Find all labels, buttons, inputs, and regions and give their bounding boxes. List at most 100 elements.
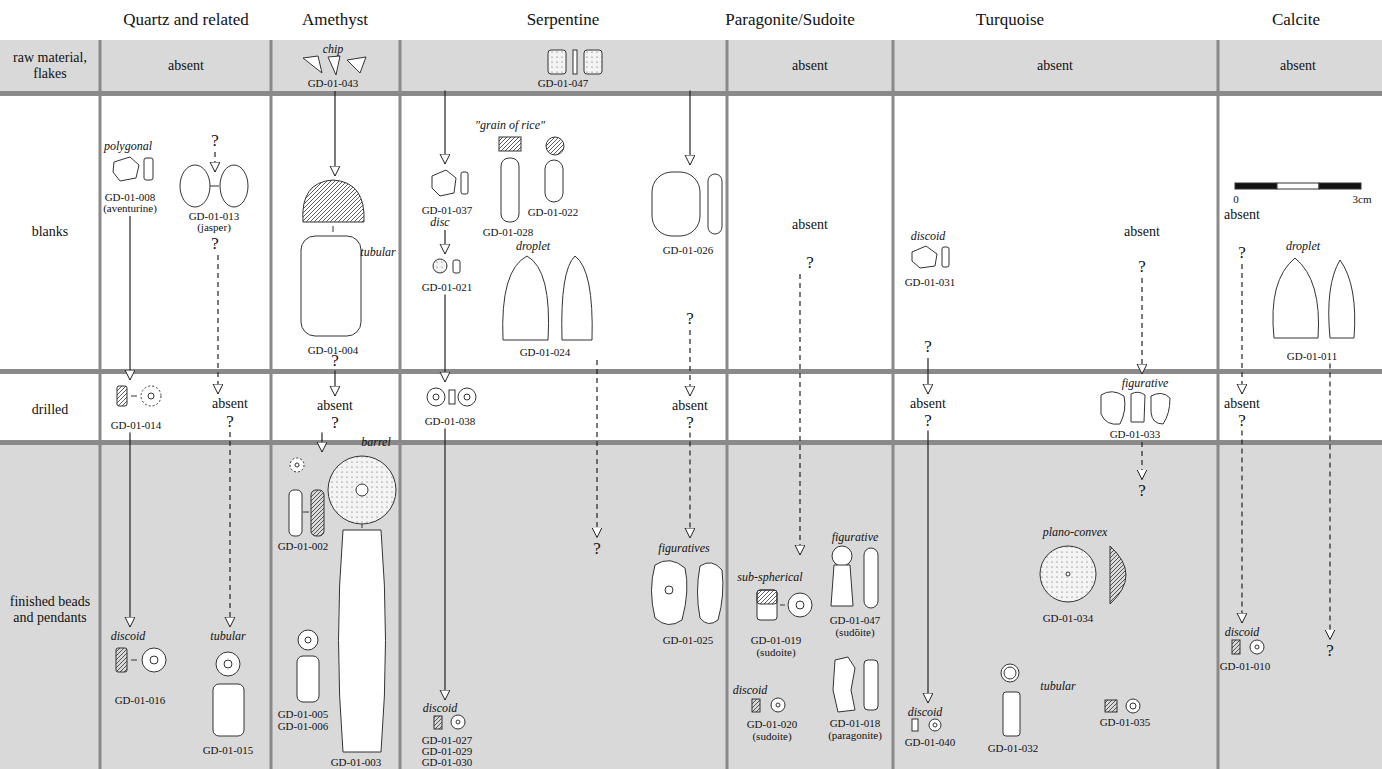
scale-label: 0	[1233, 194, 1239, 205]
turquoise-drawings-stroke	[1130, 703, 1136, 709]
amethyst-drawings-stroke	[303, 512, 309, 513]
calcite-drawings-stroke	[1255, 645, 1259, 649]
specimen-group: GD-01-014	[108, 380, 166, 433]
type-name: polygonal	[104, 140, 152, 152]
dashed-arrow	[1141, 442, 1142, 480]
scale-bar	[1235, 183, 1361, 189]
amethyst-drawings	[289, 56, 396, 752]
paragonite-drawings-stroke	[757, 590, 777, 620]
specimen-group: discoidGD-01-016	[108, 627, 176, 709]
specimen-group: GD-01-013(jasper)	[178, 172, 252, 235]
quartz-drawings-stroke	[216, 652, 240, 676]
specimen-group: GD-01-018(paragonite)	[818, 652, 892, 743]
quartz-drawings-stroke	[142, 648, 166, 672]
serpentine-drawings	[427, 50, 723, 729]
dashed-arrow	[214, 152, 215, 172]
row-header: blanks	[4, 224, 96, 240]
column-header: Calcite	[1272, 11, 1320, 28]
specimen-group: dropletGD-01-024	[495, 238, 605, 360]
scale-bar-stroke	[1319, 183, 1361, 189]
table-bands-stroke	[100, 40, 1218, 769]
specimen-id: GD-01-032	[988, 743, 1039, 754]
type-name: disc	[430, 216, 449, 228]
solid-arrow	[444, 429, 445, 701]
table-bands-stroke-stroke	[270, 40, 273, 769]
table-bands-stroke	[0, 40, 1382, 91]
specimen-id: GD-01-018	[830, 718, 881, 729]
question-mark: ?	[686, 414, 694, 431]
dashed-arrow	[689, 330, 690, 396]
amethyst-drawings-stroke	[333, 226, 334, 232]
quartz-drawings	[113, 157, 248, 736]
specimen-id: GD-01-011	[1287, 351, 1337, 362]
specimen-group: barrelGD-01-003	[329, 434, 399, 769]
serpentine-drawings-stroke	[449, 390, 455, 404]
paragonite-drawings-stroke	[796, 601, 804, 609]
specimen-group: ?	[1133, 480, 1151, 503]
specimen-id: GD-01-015	[203, 745, 254, 756]
question-mark: ?	[1238, 412, 1246, 429]
specimen-id: GD-01-026	[663, 245, 714, 256]
quartz-drawings-stroke	[116, 648, 127, 672]
specimen-group: ?	[326, 350, 344, 371]
specimen-group: ?	[206, 130, 224, 153]
specimen-group: ?	[1321, 640, 1339, 663]
specimen-group: ?	[1133, 256, 1151, 279]
serpentine-drawings-stroke	[584, 50, 602, 74]
scale-bar-stroke	[1277, 183, 1319, 189]
paragonite-drawings-stroke	[864, 660, 878, 710]
question-mark: ?	[1238, 244, 1246, 261]
specimen-group: chipGD-01-043	[298, 41, 370, 91]
calcite-drawings-stroke	[1232, 640, 1240, 654]
amethyst-drawings-stroke	[347, 57, 366, 73]
turquoise-drawings-stroke	[1131, 392, 1145, 422]
serpentine-drawings-stroke	[652, 172, 700, 236]
type-name: figurative	[1122, 377, 1169, 389]
specimen-id: GD-01-014	[111, 420, 162, 431]
quartz-drawings-stroke	[131, 396, 137, 397]
serpentine-drawings-stroke	[499, 137, 521, 151]
dashed-arrow	[596, 360, 597, 538]
amethyst-drawings-stroke	[290, 458, 304, 472]
absent-note: absent	[1224, 397, 1260, 411]
serpentine-drawings-stroke	[698, 563, 723, 624]
serpentine-drawings-stroke	[708, 174, 722, 234]
specimen-group: GD-01-021	[420, 254, 475, 295]
column-header: Turquoise	[976, 11, 1044, 28]
paragonite-drawings-stroke	[780, 605, 785, 606]
quartz-drawings-stroke	[210, 186, 219, 187]
column-header: Paragonite/Sudoite	[725, 11, 854, 28]
amethyst-drawings-stroke	[328, 56, 340, 75]
specimen-id: GD-01-043	[308, 78, 359, 89]
solid-arrow	[927, 358, 928, 394]
serpentine-drawings-stroke	[434, 716, 442, 729]
row-header: finished beads and pendants	[4, 594, 96, 626]
turquoise-drawings-stroke	[1004, 667, 1016, 679]
amethyst-drawings-stroke	[311, 490, 324, 536]
specimen-id: GD-01-020	[747, 719, 798, 730]
specimen-group: discoidGD-01-010	[1218, 623, 1273, 674]
paragonite-drawings-stroke	[864, 548, 878, 608]
table-bands-stroke	[0, 445, 1382, 769]
column-header: Quartz and related	[123, 11, 249, 28]
specimen-id: GD-01-002	[278, 541, 329, 552]
turquoise-drawings-stroke	[1003, 692, 1020, 736]
specimen-group: absent?	[1220, 394, 1264, 431]
specimen-group: absent?	[206, 394, 254, 432]
absent-note: absent	[1224, 208, 1260, 222]
quartz-drawings-stroke	[148, 393, 154, 399]
type-name: sub-spherical	[737, 571, 802, 583]
amethyst-drawings-stroke	[339, 530, 386, 752]
specimen-group: ?	[588, 538, 606, 561]
question-mark: ?	[686, 310, 694, 327]
amethyst-drawings-stroke	[305, 637, 311, 643]
specimen-id: GD-01-030	[422, 757, 473, 768]
scale-bar-stroke	[1235, 183, 1277, 189]
type-name: discoid	[1225, 626, 1260, 638]
amethyst-drawings-stroke	[295, 463, 299, 467]
specimen-group: GD-01-038	[423, 382, 478, 429]
solid-arrow	[321, 433, 322, 453]
question-mark: ?	[1138, 258, 1146, 275]
serpentine-drawings-stroke	[665, 586, 673, 594]
specimen-id: GD-01-024	[520, 347, 571, 358]
